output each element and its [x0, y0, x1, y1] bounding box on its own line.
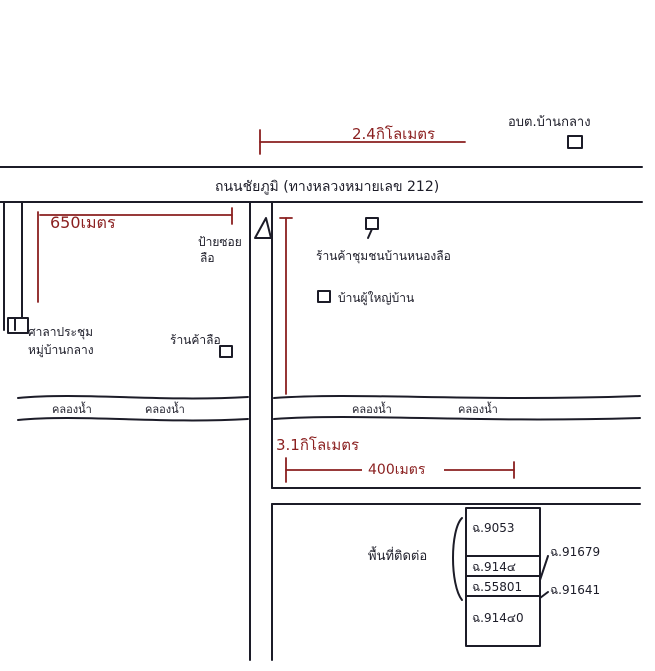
landmark-tl-label: ศาลาประชุม	[28, 325, 93, 340]
landmark-rc-2-box	[317, 290, 331, 303]
canal-label-right-2: คลองน้ำ	[458, 401, 498, 416]
parcel-right-1-connector	[539, 555, 549, 581]
road-label: ถนนชัยภูมิ (ทางหลวงหมายเลข 212)	[215, 179, 439, 195]
parcel-right-2: ฉ.91641	[550, 583, 600, 597]
canal-label-left-1: คลองน้ำ	[52, 401, 92, 416]
parcel-right-1: ฉ.91679	[550, 545, 600, 559]
landmark-rc-1-connector	[367, 228, 373, 239]
landmark-rc-1-box	[365, 217, 379, 230]
landmark-center-left-label: ร้านค้าลือ	[170, 333, 221, 347]
parcel-1: ฉ.9053	[472, 521, 515, 535]
dist-400m-label: 400เมตร	[368, 462, 426, 478]
canal-label-left-2: คลองน้ำ	[145, 401, 185, 416]
landmark-sign-label-2: ลือ	[200, 251, 215, 265]
landmark-tl-label-2: หมู่บ้านกลาง	[28, 343, 94, 358]
parcel-4: ฉ.914๔0	[472, 611, 524, 625]
canal-left-top	[17, 395, 249, 400]
dist-2-4km-label: 2.4กิโลเมตร	[352, 125, 435, 143]
dist-650m-label: 650เมตร	[50, 213, 116, 232]
canal-label-right-1: คลองน้ำ	[352, 401, 392, 416]
landmark-center-left-box	[219, 345, 233, 358]
dist-400m-label-bg	[362, 460, 444, 478]
canal-right-top	[273, 395, 641, 399]
canal-right-bottom	[273, 416, 641, 421]
landmark-rc-1-label: ร้านค้าชุมชนบ้านหนองลือ	[316, 249, 451, 264]
sign-triangle-icon	[254, 217, 272, 239]
parcel-area-label: พื้นที่ติดต่อ	[368, 546, 427, 564]
parcel-area-bracket	[452, 517, 463, 601]
landmark-rc-2-label: บ้านผู้ใหญ่บ้าน	[338, 291, 414, 306]
parcel-2: ฉ.914๔	[472, 560, 516, 574]
landmark-tr-label: อบต.บ้านกลาง	[508, 115, 591, 130]
parcel-right-2-connector	[539, 591, 549, 599]
canal-left-bottom	[17, 417, 249, 422]
parcel-3: ฉ.55801	[472, 580, 522, 594]
landmark-sign-label: ป้ายซอย	[198, 235, 242, 249]
landmark-tl-box	[7, 317, 29, 334]
landmark-tr-box	[567, 135, 583, 149]
dist-3-1km-label: 3.1กิโลเมตร	[276, 436, 359, 454]
